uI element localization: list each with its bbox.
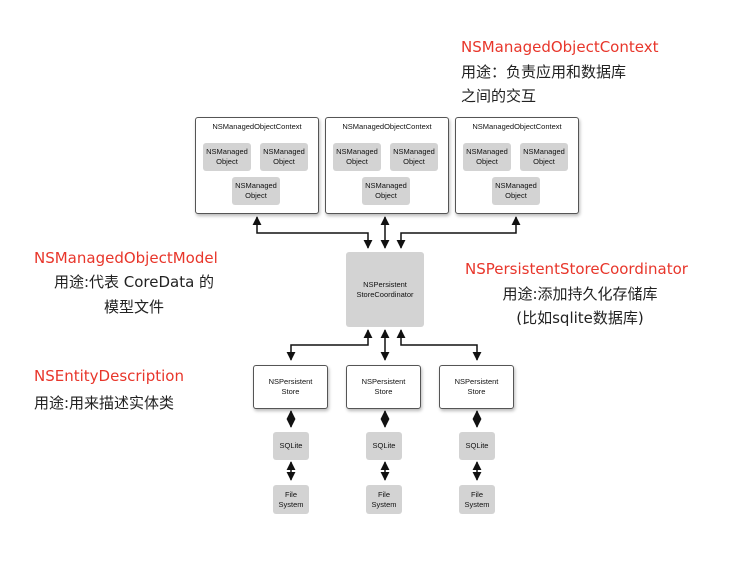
- coordinator-annotation-line1: 用途:添加持久化存储库: [502, 285, 658, 303]
- managed-object: NSManaged Object: [390, 143, 438, 171]
- sqlite-box-1: SQLite: [273, 432, 309, 460]
- persistent-store-2: NSPersistent Store: [346, 365, 421, 409]
- managed-object: NSManaged Object: [492, 177, 540, 205]
- sqlite-box-3: SQLite: [459, 432, 495, 460]
- model-annotation-line2: 模型文件: [103, 298, 164, 316]
- managed-object: NSManaged Object: [520, 143, 568, 171]
- persistent-store-3: NSPersistent Store: [439, 365, 514, 409]
- context-title: NSManagedObjectContext: [212, 122, 302, 131]
- file-system-box-2: File System: [366, 485, 402, 514]
- context-annotation-line1: 用途：负责应用和数据库: [461, 63, 627, 81]
- coordinator-annotation-line2: (比如sqlite数据库): [516, 309, 644, 327]
- managed-object: NSManaged Object: [203, 143, 251, 171]
- context-annotation-line2: 之间的交互: [461, 87, 537, 105]
- file-system-box-1: File System: [273, 485, 309, 514]
- context-annotation-title: NSManagedObjectContext: [461, 38, 659, 56]
- managed-object-context-2: NSManagedObjectContext NSManaged Object …: [325, 117, 449, 214]
- managed-object-context-3: NSManagedObjectContext NSManaged Object …: [455, 117, 579, 214]
- arrow-context1-coordinator: [252, 216, 373, 249]
- managed-object-context-1: NSManagedObjectContext NSManaged Object …: [195, 117, 319, 214]
- managed-object: NSManaged Object: [260, 143, 308, 171]
- entity-annotation-line1: 用途:用来描述实体类: [34, 394, 175, 412]
- managed-object: NSManaged Object: [463, 143, 511, 171]
- managed-object: NSManaged Object: [362, 177, 410, 205]
- model-annotation-line1: 用途:代表 CoreData 的: [53, 273, 215, 291]
- sqlite-box-2: SQLite: [366, 432, 402, 460]
- file-system-box-3: File System: [459, 485, 495, 514]
- managed-object: NSManaged Object: [232, 177, 280, 205]
- coordinator-annotation-title: NSPersistentStoreCoordinator: [465, 260, 688, 278]
- context-title: NSManagedObjectContext: [342, 122, 432, 131]
- arrow-coordinator-store3: [396, 329, 482, 361]
- persistent-store-1: NSPersistent Store: [253, 365, 328, 409]
- entity-annotation-title: NSEntityDescription: [34, 367, 184, 385]
- persistent-store-coordinator: NSPersistent StoreCoordinator: [346, 252, 424, 327]
- context-title: NSManagedObjectContext: [472, 122, 562, 131]
- arrow-context3-coordinator: [396, 216, 521, 249]
- model-annotation-title: NSManagedObjectModel: [34, 249, 218, 267]
- managed-object: NSManaged Object: [333, 143, 381, 171]
- arrow-coordinator-store1: [286, 329, 373, 361]
